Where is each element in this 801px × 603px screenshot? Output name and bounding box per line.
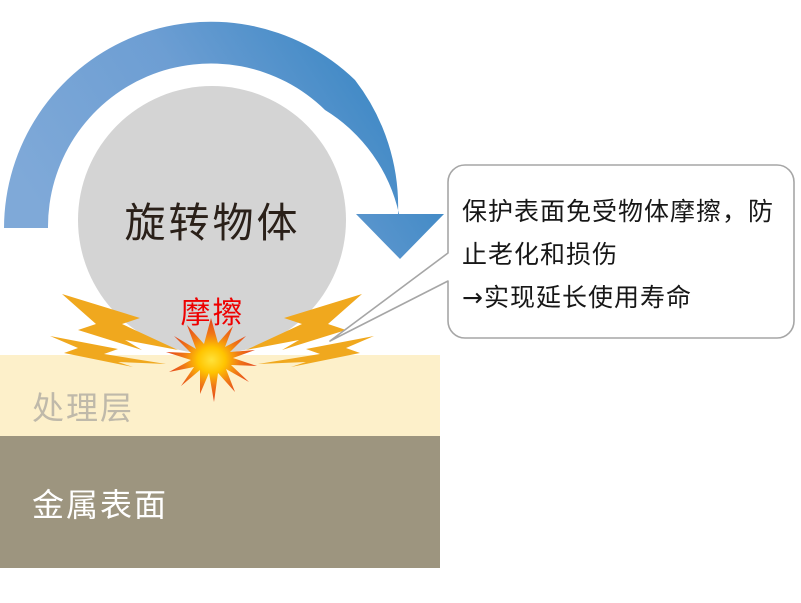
- friction-spark-burst: [166, 318, 257, 402]
- rotating-object-label: 旋转物体: [124, 199, 301, 247]
- friction-label: 摩擦: [180, 296, 245, 331]
- callout-line-3: →实现延长使用寿命: [462, 283, 692, 312]
- metal-layer: [0, 436, 440, 568]
- callout-line-2: 止老化和损伤: [462, 240, 619, 269]
- metal-layer-label: 金属表面: [32, 486, 169, 524]
- friction-bolt-left-upper: [62, 294, 178, 350]
- friction-bolt-left-lower: [50, 336, 166, 367]
- treatment-layer-label: 处理层: [32, 389, 135, 427]
- rotating-object-circle: [78, 86, 346, 354]
- friction-bolt-right-upper: [246, 294, 362, 350]
- clockwise-rotation-arrow: [4, 21, 444, 260]
- benefit-callout-text: 保护表面免受物体摩擦，防 止老化和损伤 →实现延长使用寿命: [462, 190, 784, 319]
- friction-bolt-right-lower: [258, 336, 374, 367]
- callout-line-1: 保护表面免受物体摩擦，防: [462, 197, 775, 226]
- benefit-callout-bubble: [329, 164, 795, 342]
